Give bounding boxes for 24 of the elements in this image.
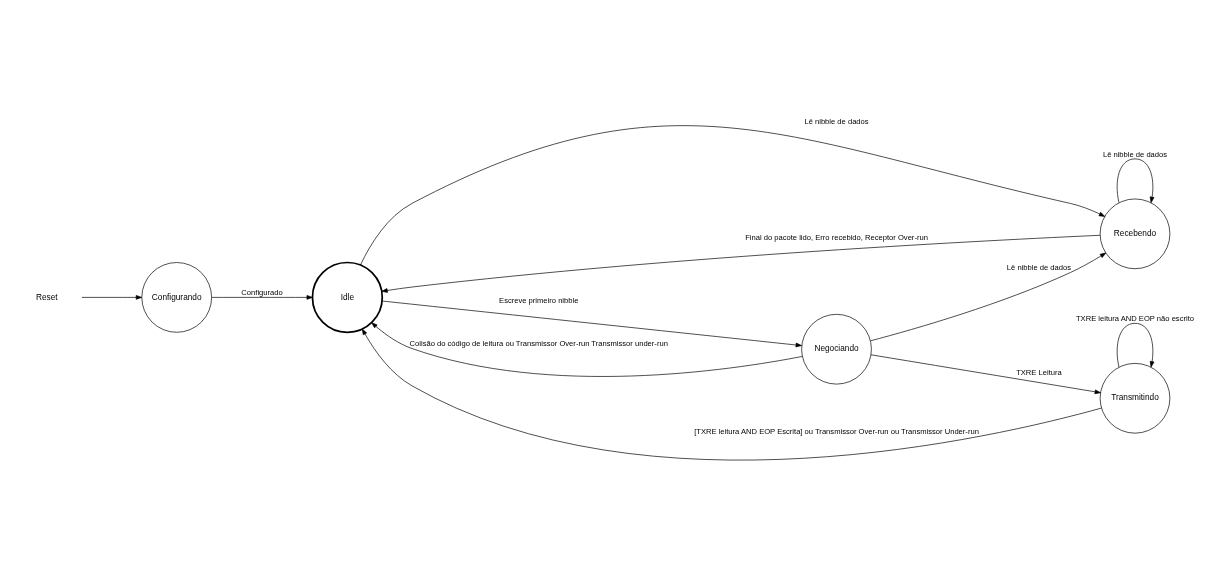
arrow [211,294,313,300]
arrow [381,300,802,347]
arrow [1116,322,1155,367]
arrow [870,353,1101,394]
edge-label: Colisão do código de leitura ou Transmissor Over-run Transmissor under-run [409,338,668,348]
edge-label: Configurado [241,287,283,297]
arrow [361,328,1102,460]
edge-label: Escreve primeiro nibble [499,295,579,305]
edge-label: TXRE leitura AND EOP não escrito [1075,313,1195,323]
node-circle: Negociando [801,313,872,384]
edge-label: [TXRE leitura AND EOP Escrita] ou Transmissor Over-run ou Transmissor Under-run [694,426,979,436]
edge-label: Lê nibble de dados [1102,149,1168,159]
edge-label: Lê nibble de dados [1006,262,1072,272]
node-circle: Configurando [141,261,212,333]
arrow [81,294,143,300]
arrow [360,124,1106,265]
edge-label: TXRE Leitura [1016,367,1062,377]
arrow [1116,158,1155,203]
arrow [371,321,803,377]
arrow [381,234,1101,293]
node-text: Reset [35,291,58,302]
edge-label: Lê nibble de dados [804,116,869,126]
arrow [870,252,1107,341]
edge-label: Final do pacote lido, Erro recebido, Receptor Over-run [745,232,928,242]
